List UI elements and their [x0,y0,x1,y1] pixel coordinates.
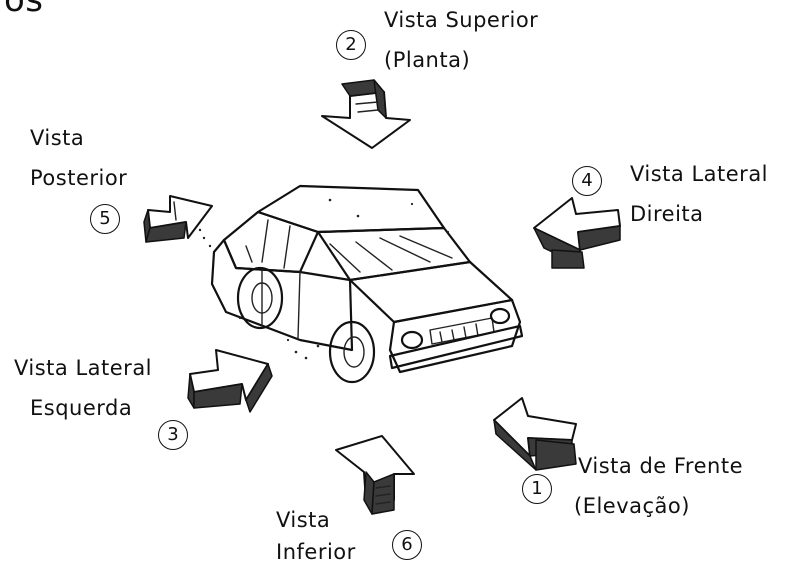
view-label-rear-line2: Posterior [30,166,128,190]
header-fragment: os [4,0,44,20]
view-number-front: 1 [522,474,552,504]
arrow-rear-view [143,195,213,243]
car-front-wheel [328,320,376,384]
car-hood [348,260,514,324]
car-bumper [388,324,524,370]
view-number-bottom: 6 [392,530,422,560]
view-label-left-line1: Vista Lateral [14,356,153,380]
view-number-left: 3 [158,420,188,450]
arrow-bottom-view [335,435,415,515]
view-label-right-line1: Vista Lateral [630,162,769,186]
view-number-rear: 5 [90,204,120,234]
arrow-top-view [321,79,411,149]
view-label-right-line2: Direita [630,202,704,226]
arrow-left-view [187,349,273,413]
view-number-right: 4 [572,166,602,196]
car-side-windows [222,210,320,274]
view-label-front-line1: Vista de Frente [578,454,743,478]
view-number-top: 2 [336,30,366,60]
car-rear-wheel [236,266,284,330]
view-label-top-line2: (Planta) [384,48,471,72]
car-sketch [198,184,524,384]
car-roof [256,184,446,234]
view-label-bottom-line2: Inferior [276,540,356,564]
view-label-rear-line1: Vista [30,126,85,150]
view-label-left-line2: Esquerda [30,396,133,420]
car-body-side [210,238,354,352]
view-label-bottom-line1: Vista [276,508,331,532]
arrow-right-view [533,197,621,269]
car-front [388,298,522,374]
arrow-front-view [493,397,577,471]
view-label-front-line2: (Elevação) [574,494,690,518]
view-label-top-line1: Vista Superior [384,8,539,32]
